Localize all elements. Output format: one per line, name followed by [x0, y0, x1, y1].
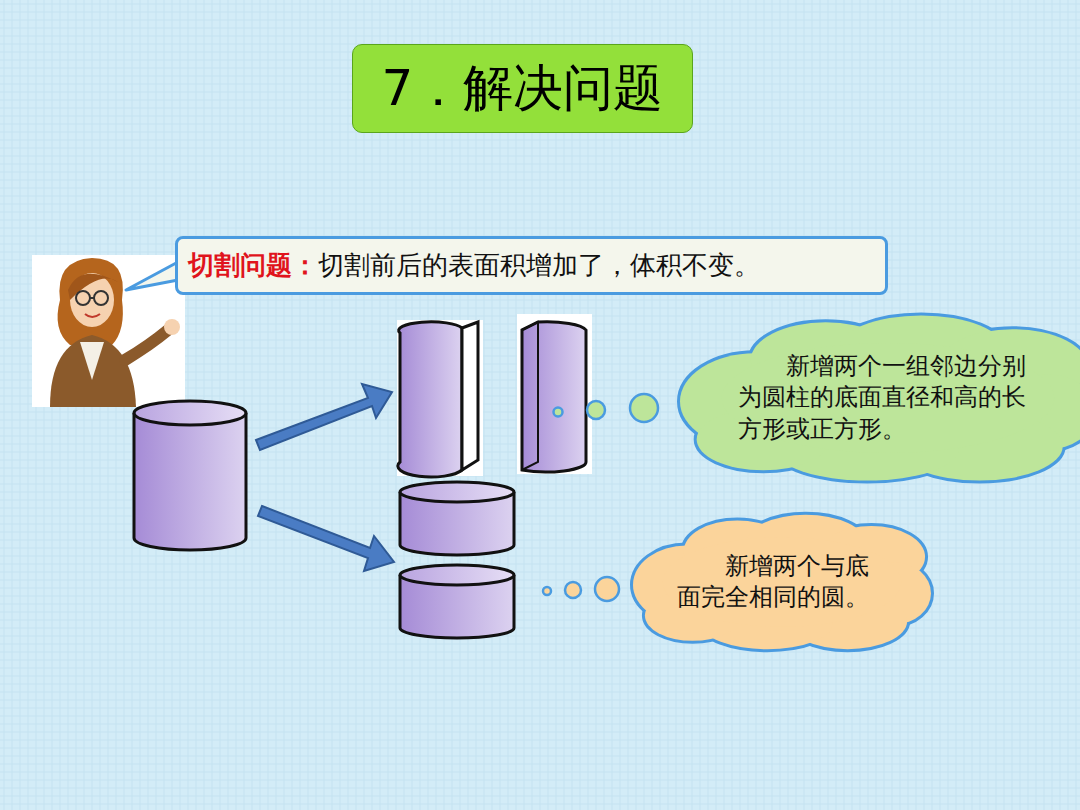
title-box: 7．解决问题 [352, 44, 693, 133]
title: 7．解决问题 [382, 55, 664, 122]
speech-bubble: 切割问题：切割前后的表面积增加了，体积不变。 [175, 236, 888, 295]
cloud-text: 新增两个与底面完全相同的圆。 [677, 551, 887, 613]
cylinder-piece [400, 482, 514, 638]
bubble-tail [126, 262, 178, 290]
arrow [256, 384, 394, 571]
cloud-text: 新增两个一组邻边分别为圆柱的底面直径和高的长方形或正方形。 [738, 351, 1038, 445]
cloud-outline [633, 512, 931, 652]
teacher-figure [32, 255, 185, 407]
cylinder [134, 401, 246, 550]
bubble-text: 切割前后的表面积增加了，体积不变。 [318, 248, 760, 283]
thought-cloud: 新增两个与底面完全相同的圆。 [633, 512, 931, 652]
bubble-heading: 切割问题： [188, 248, 318, 283]
thought-cloud: 新增两个一组邻边分别为圆柱的底面直径和高的长方形或正方形。 [680, 312, 1080, 484]
half-cylinder [397, 314, 592, 477]
cloud-text-area: 新增两个与底面完全相同的圆。 [677, 551, 887, 613]
cloud-text-area: 新增两个一组邻边分别为圆柱的底面直径和高的长方形或正方形。 [738, 351, 1038, 445]
